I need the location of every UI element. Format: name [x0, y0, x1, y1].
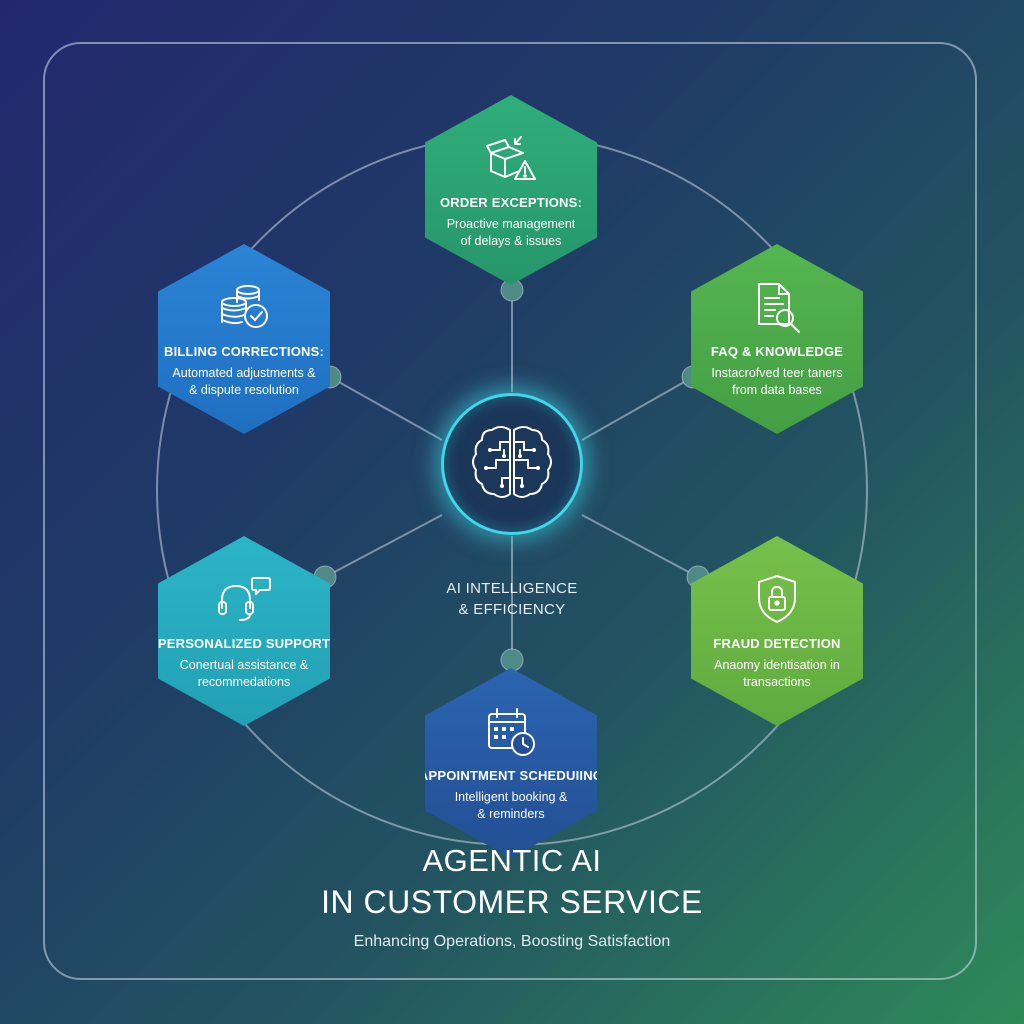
- node-description: Instacrofved teer taners from data bases: [697, 365, 857, 398]
- node-description: Anaomy identisation in transactions: [697, 657, 857, 690]
- node-faq-knowledge: FAQ & KNOWLEDGE Instacrofved teer taners…: [691, 244, 863, 434]
- coins-check-icon: [221, 285, 268, 329]
- spoke-support: [324, 514, 443, 578]
- main-title-line1: AGENTIC AI: [422, 843, 602, 878]
- document-search-icon: [758, 283, 800, 334]
- description-line: & reminders: [477, 806, 545, 821]
- subtitle: Enhancing Operations, Boosting Satisfact…: [353, 933, 671, 950]
- description-line: Instacrofved teer taners: [711, 366, 843, 381]
- node-personalized-support: PERSONALIZED SUPPORT Conertual assistanc…: [158, 536, 330, 726]
- node-description: Proactive management of delays & issues: [431, 216, 591, 249]
- center-label-line: & EFFICIENCY: [458, 601, 566, 618]
- node-title: APPOINTMENT SCHEDUIING: [418, 768, 604, 784]
- node-description: Intelligent booking & & reminders: [431, 789, 591, 822]
- brain-circuit-icon: [472, 426, 552, 498]
- description-line: Intelligent booking &: [454, 790, 568, 805]
- description-line: Automated adjustments &: [172, 366, 316, 381]
- node-fraud-detection: FRAUD DETECTION Anaomy identisation in t…: [691, 536, 863, 726]
- description-line: Conertual assistance &: [179, 658, 309, 673]
- spoke-billing: [329, 376, 443, 441]
- description-line: transactions: [743, 674, 811, 689]
- shield-lock-icon: [758, 575, 796, 624]
- node-title: PERSONALIZED SUPPORT: [157, 636, 331, 652]
- node-title: BILLING CORRECTIONS:: [164, 344, 324, 360]
- description-line: from data bases: [732, 382, 822, 397]
- node-description: Automated adjustments & & dispute resolu…: [164, 365, 324, 398]
- center-label-line: AI INTELLIGENCE: [446, 580, 578, 597]
- calendar-clock-icon: [488, 708, 535, 757]
- node-title: ORDER EXCEPTIONS:: [439, 195, 583, 211]
- description-line: Anaomy identisation in: [714, 658, 840, 673]
- spoke-fraud: [581, 514, 699, 578]
- box-warning-icon: [486, 136, 536, 181]
- main-title-line2: IN CUSTOMER SERVICE: [321, 884, 703, 920]
- description-line: of delays & issues: [460, 233, 562, 248]
- headset-chat-icon: [218, 577, 271, 622]
- center-core: [441, 393, 583, 535]
- spoke-faq: [581, 376, 694, 441]
- node-title: FAQ & KNOWLEDGE: [710, 344, 844, 360]
- center-label: AI INTELLIGENCE & EFFICIENCY: [392, 578, 632, 620]
- description-line: Proactive management: [446, 217, 576, 232]
- node-description: Conertual assistance & recommedations: [164, 657, 324, 690]
- description-line: & dispute resolution: [189, 382, 299, 397]
- node-title: FRAUD DETECTION: [713, 636, 841, 652]
- rounded-frame: [43, 42, 977, 980]
- node-dot-appt: [500, 648, 524, 672]
- description-line: recommedations: [197, 674, 291, 689]
- node-appointment-scheduling: APPOINTMENT SCHEDUIING Intelligent booki…: [425, 668, 597, 858]
